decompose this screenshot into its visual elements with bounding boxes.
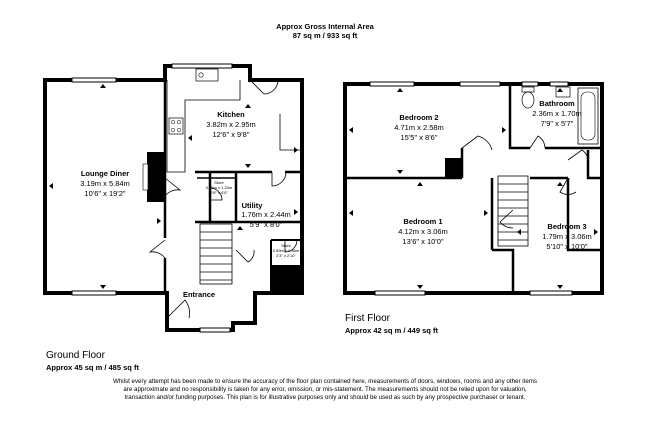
first-floor-dimension-markers <box>349 88 598 289</box>
store-2-metric: 0.69m x 0.86m <box>273 248 300 253</box>
ground-floor-plan <box>43 63 304 333</box>
first-floor-plan <box>343 81 604 296</box>
gross-area-title: Approx Gross Internal Area <box>276 22 374 31</box>
kitchen-name: Kitchen <box>217 110 245 119</box>
ground-floor-windows <box>71 63 233 333</box>
ground-floor-area: Approx 45 sq m / 485 sq ft <box>46 363 139 372</box>
lounge-diner-imperial: 10'6" x 19'2" <box>84 189 125 198</box>
ground-floor-label: Ground Floor <box>46 350 105 361</box>
kitchen-metric: 3.82m x 2.95m <box>206 120 256 129</box>
bathroom-imperial: 7'9" x 5'7" <box>541 119 574 128</box>
gross-area-value: 87 sq m / 933 sq ft <box>292 31 358 40</box>
store-1-name: Store <box>214 180 224 185</box>
store-1-imperial: 2'6" x 4'0" <box>210 190 228 195</box>
bedroom-1-name: Bedroom 1 <box>403 217 442 226</box>
store-1-metric: 0.75m x 1.23m <box>206 185 233 190</box>
first-floor-stairs <box>497 175 529 247</box>
kitchen-imperial: 12'6" x 9'8" <box>213 130 250 139</box>
first-floor-outer-wall <box>343 82 604 295</box>
toilet-icon <box>521 91 535 109</box>
utility-imperial: 5'9" x 8'0" <box>250 220 283 229</box>
kitchen-worktop <box>166 80 241 173</box>
bedroom-1-imperial: 13'6" x 10'0" <box>402 237 443 246</box>
chimney-breast <box>147 152 164 202</box>
bathroom-metric: 2.36m x 1.70m <box>532 109 582 118</box>
bedroom-3-imperial: 5'10" x 10'0" <box>546 242 587 251</box>
ground-floor-stairs <box>199 223 233 285</box>
bedroom-2-imperial: 15'5" x 8'6" <box>401 133 438 142</box>
lounge-diner-name: Lounge Diner <box>81 169 129 178</box>
entrance-door <box>166 299 190 319</box>
kitchen-door <box>249 79 279 95</box>
store-2-name: Store <box>281 243 291 248</box>
bedroom-3-metric: 1.79m x 3.06m <box>542 232 592 241</box>
ground-floor-dimension-markers <box>49 84 298 289</box>
first-floor-area: Approx 42 sq m / 449 sq ft <box>345 326 438 335</box>
entrance-name: Entrance <box>183 290 215 299</box>
bedroom-2-metric: 4.71m x 2.58m <box>394 123 444 132</box>
first-floor-windows <box>369 81 573 296</box>
lounge-diner-metric: 3.19m x 5.84m <box>80 179 130 188</box>
ground-floor-outer-wall <box>43 64 304 332</box>
kitchen-hob <box>168 117 184 135</box>
utility-name: Utility <box>242 201 264 210</box>
bedroom-2-name: Bedroom 2 <box>399 113 438 122</box>
bedroom-3-name: Bedroom 3 <box>547 222 586 231</box>
bath <box>577 87 599 145</box>
store-2-imperial: 2'3" x 2'10" <box>276 253 296 258</box>
bathroom-name: Bathroom <box>539 99 575 108</box>
basin-icon <box>555 86 571 98</box>
kitchen-sink <box>195 68 219 82</box>
utility-metric: 1.76m x 2.44m <box>241 210 291 219</box>
first-floor-label: First Floor <box>345 313 390 324</box>
disclaimer-text: Whilst every attempt has been made to en… <box>112 378 538 401</box>
bedroom-1-metric: 4.12m x 3.06m <box>398 227 448 236</box>
